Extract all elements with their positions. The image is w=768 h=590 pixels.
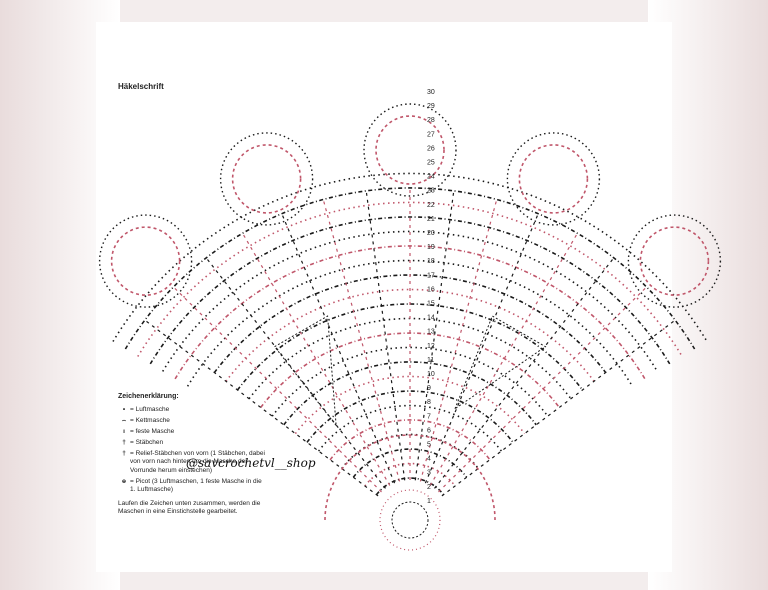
stitch-row: [375, 477, 445, 496]
legend-item-text: = Luftmasche: [130, 405, 170, 413]
row-number-label: 29: [427, 103, 435, 110]
scallop-shell: [506, 132, 601, 226]
pattern-sheet: [96, 22, 672, 572]
row-number-label: 13: [427, 329, 435, 336]
stitch-row: [162, 230, 658, 372]
page-title: Häkelschrift: [118, 82, 164, 91]
stitch-row: [124, 187, 696, 350]
row-number-label: 4: [427, 456, 431, 463]
row-number-label: 18: [427, 258, 435, 265]
row-number-label: 26: [427, 145, 435, 152]
scallop-shell: [98, 214, 193, 308]
row-number-label: 1: [427, 498, 431, 505]
legend-item-relief: † = Relief-Stäbchen von vorn (1 Stäbchen…: [118, 450, 268, 474]
stitch-row: [236, 303, 584, 391]
legend-heading: Zeichenerklärung:: [118, 393, 179, 400]
spoke-line: [323, 201, 401, 482]
row-number-label: 16: [427, 286, 435, 293]
spoke-line: [434, 259, 613, 489]
row-number-label: 5: [427, 442, 431, 449]
scallop-shell: [363, 103, 457, 197]
legend-item-picot: ɵ = Picot (3 Luftmaschen, 1 feste Masche…: [118, 478, 268, 494]
row-number-label: 15: [427, 301, 435, 308]
row-number-label: 21: [427, 216, 435, 223]
stitch-row: [271, 346, 549, 417]
legend-item-text: = feste Masche: [130, 428, 175, 435]
row-number-label: 14: [427, 315, 435, 322]
row-number-label: 10: [427, 371, 435, 378]
legend-item-text: = Picot (3 Luftmaschen, 1 feste Masche i…: [130, 477, 262, 493]
legend-item-kettmasche: ⌢ = Kettmasche: [118, 417, 268, 425]
bar-icon: ı: [123, 428, 125, 435]
row-number-label: 19: [427, 244, 435, 251]
base-arc: [324, 434, 496, 521]
row-number-label: 2: [427, 484, 431, 491]
scallop-inner: [639, 226, 710, 296]
row-number-label: 22: [427, 202, 435, 209]
row-number-label: 24: [427, 174, 435, 181]
legend-item-feste-masche: ı = feste Masche: [118, 428, 268, 436]
row-number-label: 28: [427, 117, 435, 124]
scallop-shell: [627, 214, 722, 308]
wedge-panel: [453, 315, 547, 411]
legend-item-luftmasche: • = Luftmasche: [118, 406, 268, 414]
spoke-line: [438, 287, 646, 493]
stitch-row: [341, 433, 479, 469]
stitch-row: [364, 462, 456, 487]
row-number-label: 3: [427, 470, 431, 477]
spoke-line: [429, 234, 577, 486]
picot-icon: ɵ: [122, 477, 126, 485]
scallop-shell: [219, 132, 314, 226]
wedge-panel: [273, 315, 337, 428]
row-number-label: 7: [427, 413, 431, 420]
row-number-label: 6: [427, 427, 431, 434]
legend: Zeichenerklärung: • = Luftmasche ⌢ = Ket…: [118, 393, 268, 516]
relief-cross-icon: †: [122, 450, 126, 458]
scallop-inner: [110, 226, 181, 296]
watermark-text: @savcrochetvl__shop: [186, 456, 316, 470]
row-number-label: 8: [427, 399, 431, 406]
scallop-inner: [518, 144, 589, 214]
spoke-line: [441, 320, 674, 497]
stitch-row: [317, 404, 503, 452]
center-ring: [391, 501, 429, 539]
row-number-label: 9: [427, 385, 431, 392]
arc-icon: ⌢: [121, 416, 127, 424]
stitch-row: [283, 361, 537, 426]
legend-item-text: = Kettmasche: [130, 416, 170, 424]
cross-icon: †: [122, 439, 126, 447]
stitch-row: [329, 419, 491, 461]
row-number-label: 27: [427, 131, 435, 138]
legend-item-text: = Relief-Stäbchen von vorn (1 Stäbchen, …: [130, 450, 265, 474]
legend-note: Laufen die Zeichen unten zusammen, werde…: [118, 499, 261, 515]
row-number-label: 23: [427, 188, 435, 195]
center-ring-stitches: [379, 489, 441, 551]
dot-icon: •: [122, 405, 126, 413]
scallop-inner: [231, 144, 302, 214]
legend-item-text: = Stäbchen: [130, 439, 164, 447]
row-number-label: 20: [427, 230, 435, 237]
row-number-label: 12: [427, 343, 435, 350]
row-number-label: 11: [427, 357, 434, 364]
stitch-row: [149, 216, 671, 365]
stitch-row: [260, 332, 560, 408]
row-number-label: 30: [427, 89, 435, 96]
spoke-line: [365, 192, 406, 481]
stitch-row: [352, 448, 468, 478]
stitch-row: [186, 259, 634, 387]
row-number-label: 25: [427, 160, 435, 167]
legend-item-staebchen: † = Stäbchen: [118, 439, 268, 447]
scallop-inner: [375, 115, 445, 185]
row-number-label: 17: [427, 272, 435, 279]
